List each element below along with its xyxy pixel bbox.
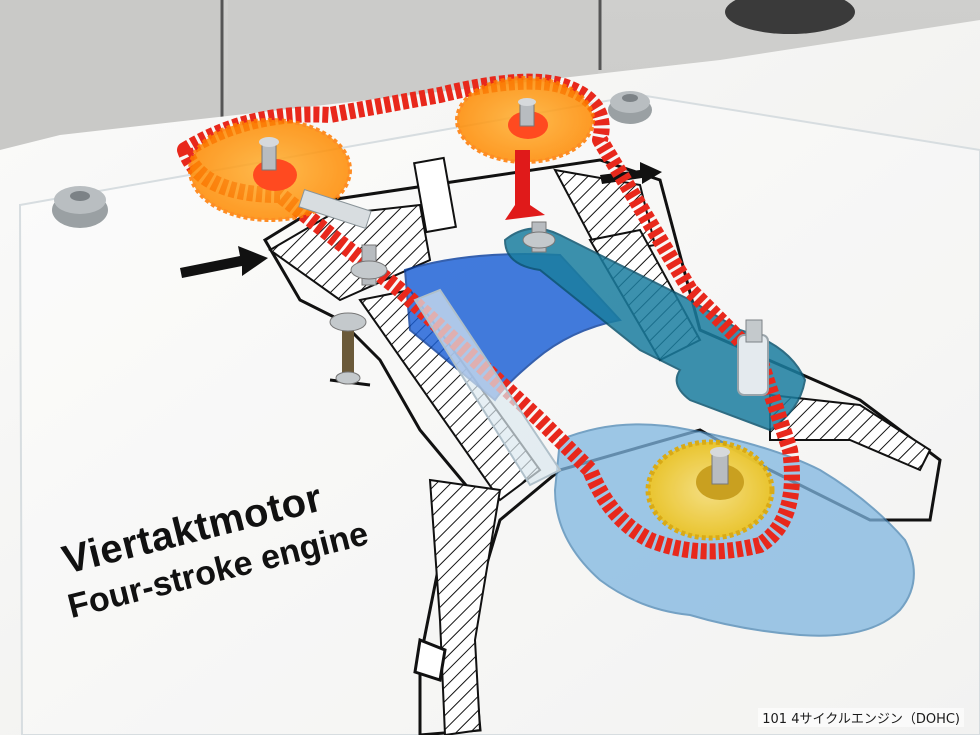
connecting-rod xyxy=(503,227,807,432)
standoff-knob-right xyxy=(608,91,652,124)
timing-belt xyxy=(177,73,800,560)
exhaust-arrow xyxy=(600,162,662,184)
cam-gear-right xyxy=(455,76,595,164)
intake-arrow xyxy=(180,246,268,278)
standoff-knob-left xyxy=(52,186,108,228)
bolt-left-upper xyxy=(350,244,388,286)
photo-caption: 101 4サイクルエンジン（DOHC) xyxy=(758,708,964,727)
guide-rail xyxy=(413,288,562,487)
bolt-rod-top xyxy=(522,221,556,253)
valve-intake xyxy=(298,188,372,230)
bolt-left-lower xyxy=(329,312,367,385)
crank-gear xyxy=(645,439,775,541)
background-object xyxy=(725,0,855,34)
valve-exhaust xyxy=(505,150,545,220)
bolt-spacer-right xyxy=(737,319,769,396)
